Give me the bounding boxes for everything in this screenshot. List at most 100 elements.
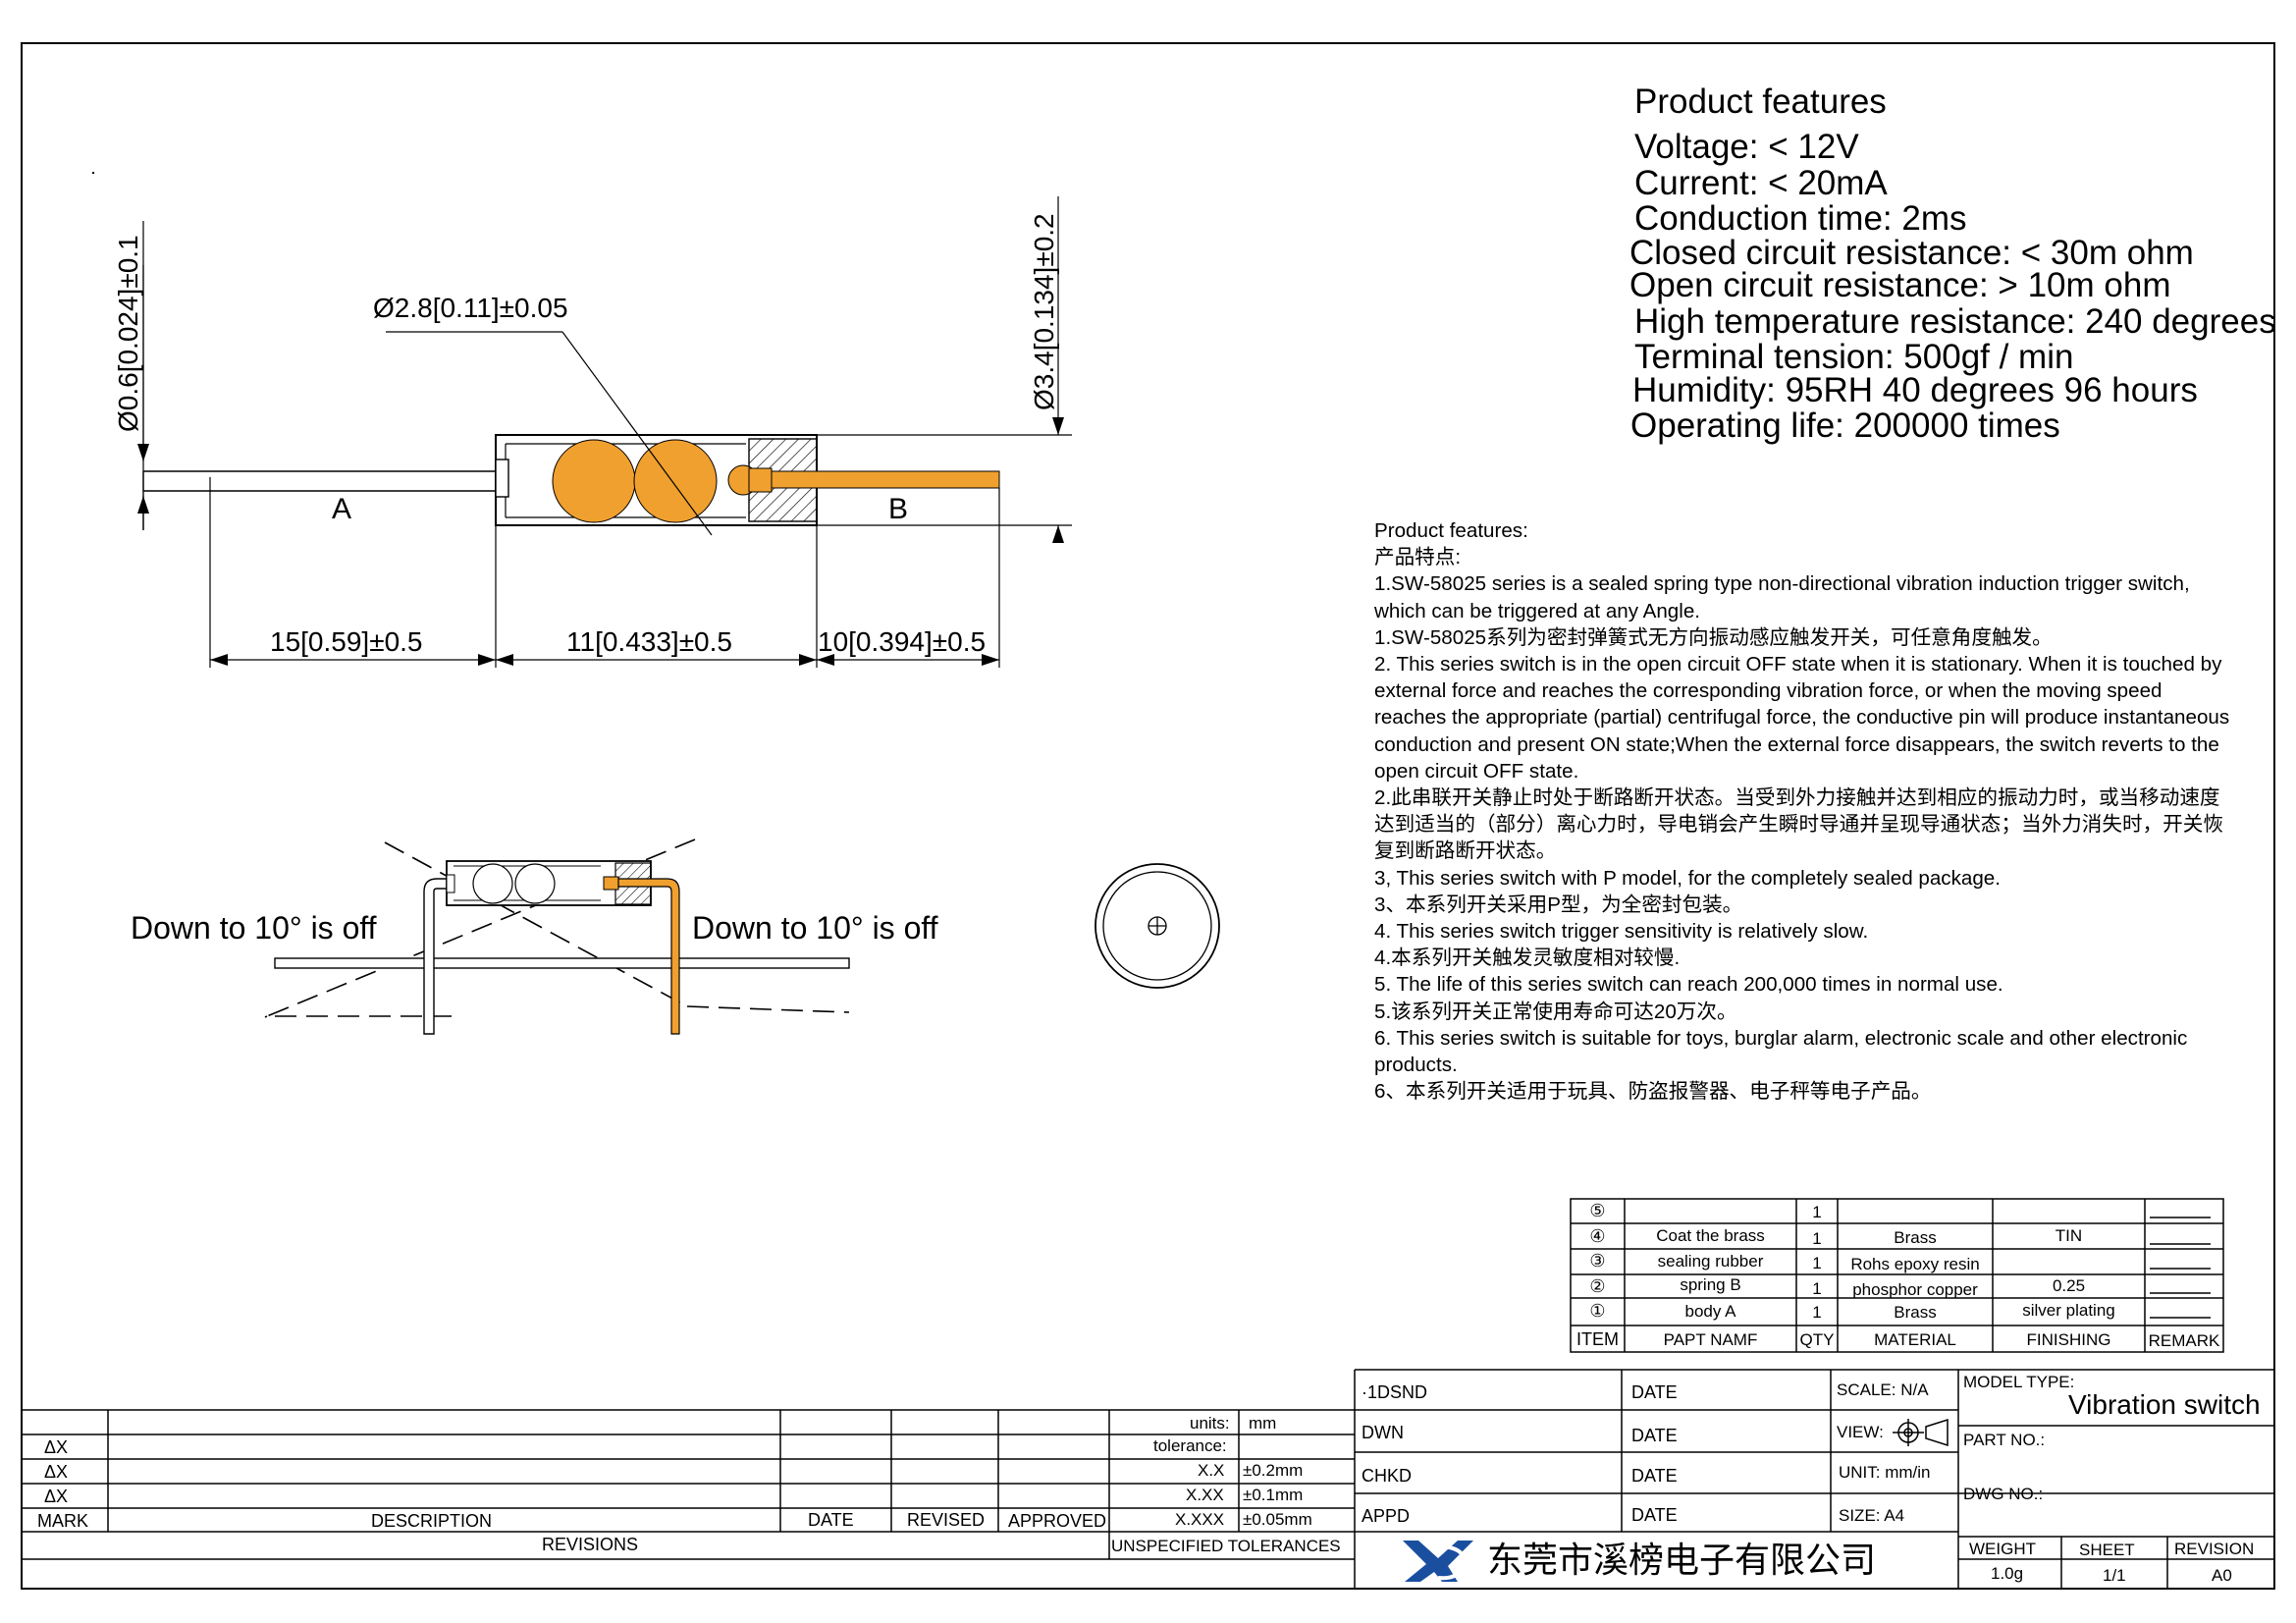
bom-row-2-material: phosphor copper bbox=[1852, 1280, 1978, 1299]
feature-current: Current: < 20mA bbox=[1634, 164, 1888, 202]
designer-label: ·1DSND bbox=[1362, 1382, 1428, 1402]
date-label-1: DATE bbox=[1631, 1382, 1678, 1402]
side-view-drawing: Ø0.6[0.024]±0.1 A B Ø2.8[0.11]±0.05 Ø3.4… bbox=[92, 172, 1072, 668]
model-type-value: Vibration switch bbox=[2068, 1389, 2261, 1420]
bom-row-4-name: Coat the brass bbox=[1656, 1226, 1765, 1245]
revision-col-date: DATE bbox=[808, 1510, 854, 1530]
bom-row-3-item: ③ bbox=[1589, 1251, 1606, 1271]
unit-label: UNIT: mm/in bbox=[1839, 1463, 1931, 1482]
revision-mark-2: ΔX bbox=[44, 1462, 69, 1482]
dwg-no-label: DWG NO.: bbox=[1963, 1485, 2044, 1503]
dim-lead-diameter-text: Ø0.6[0.024]±0.1 bbox=[113, 235, 143, 432]
product-notes: Product features: 产品特点: 1.SW-58025 serie… bbox=[1374, 517, 2238, 1105]
bom-header-finishing: FINISHING bbox=[2026, 1330, 2111, 1349]
tolerance-row-1-value: ±0.2mm bbox=[1243, 1461, 1304, 1480]
bom-row-2-name: spring B bbox=[1680, 1275, 1741, 1294]
feature-terminal-tension: Terminal tension: 500gf / min bbox=[1634, 338, 2074, 376]
revision-label: REVISION bbox=[2174, 1540, 2255, 1558]
revisions-footer: REVISIONS bbox=[542, 1535, 639, 1554]
bom-row-3-name: sealing rubber bbox=[1657, 1252, 1764, 1271]
tolerances-footer: UNSPECIFIED TOLERANCES bbox=[1111, 1537, 1341, 1555]
bom-header-qty: QTY bbox=[1799, 1330, 1835, 1349]
features-heading: Product features bbox=[1634, 82, 1887, 121]
company-name: 东莞市溪榜电子有限公司 bbox=[1487, 1540, 1877, 1580]
model-type-label: MODEL TYPE: bbox=[1963, 1373, 2075, 1391]
notes-line: 6. This series switch is suitable for to… bbox=[1374, 1026, 2188, 1077]
bom-row-4-material: Brass bbox=[1894, 1228, 1937, 1247]
weight-label: WEIGHT bbox=[1969, 1540, 2036, 1558]
tolerance-row-3-value: ±0.05mm bbox=[1243, 1510, 1312, 1529]
feature-conduction-time: Conduction time: 2ms bbox=[1634, 199, 1967, 238]
notes-line: 4.本系列开关触发灵敏度相对较慢. bbox=[1374, 947, 1681, 970]
drawn-label: DWN bbox=[1362, 1423, 1404, 1442]
feature-temperature: High temperature resistance: 240 degrees bbox=[1634, 302, 2276, 341]
label-b: B bbox=[888, 493, 908, 525]
tolerance-row-3-label: X.XXX bbox=[1175, 1510, 1225, 1529]
units-label: units: bbox=[1190, 1414, 1230, 1433]
date-label-2: DATE bbox=[1631, 1426, 1678, 1445]
feature-operating-life: Operating life: 200000 times bbox=[1630, 406, 2060, 445]
bom-header-remark: REMARK bbox=[2148, 1331, 2220, 1350]
bom-row-4-qty: 1 bbox=[1812, 1229, 1822, 1248]
feature-open-resistance: Open circuit resistance: > 10m ohm bbox=[1629, 266, 2171, 304]
sheet-label: SHEET bbox=[2079, 1541, 2135, 1559]
tolerance-row-1-label: X.X bbox=[1198, 1461, 1225, 1480]
revision-col-approved: APPROVED bbox=[1008, 1511, 1107, 1531]
bom-row-1-qty: 1 bbox=[1812, 1303, 1822, 1322]
approved-label: APPD bbox=[1362, 1506, 1411, 1526]
bom-row-4-finishing: TIN bbox=[2055, 1226, 2083, 1245]
bom-row-3-qty: 1 bbox=[1812, 1254, 1822, 1272]
bom-row-1-name: body A bbox=[1684, 1302, 1736, 1321]
date-label-4: DATE bbox=[1631, 1505, 1678, 1525]
dim-lead-b-length: 10[0.394]±0.5 bbox=[818, 626, 986, 657]
bom-row-2-qty: 1 bbox=[1812, 1279, 1822, 1298]
end-view-drawing bbox=[1095, 863, 1220, 989]
bom-row-1-finishing: silver plating bbox=[2022, 1301, 2115, 1320]
notes-line: 2.此串联开关静止时处于断路断开状态。当受到外力接触并达到相应的振动力时，或当移… bbox=[1374, 786, 2223, 863]
feature-voltage: Voltage: < 12V bbox=[1634, 128, 1859, 166]
dim-body-length: 11[0.433]±0.5 bbox=[566, 626, 732, 657]
notes-line: 5.该系列开关正常使用寿命可达20万次。 bbox=[1374, 1000, 1737, 1023]
revision-col-mark: MARK bbox=[37, 1511, 89, 1531]
feature-humidity: Humidity: 95RH 40 degrees 96 hours bbox=[1632, 371, 2198, 409]
company-logo bbox=[1403, 1541, 1473, 1582]
tolerance-row-2-label: X.XX bbox=[1186, 1486, 1224, 1504]
dim-ball-diameter: Ø2.8[0.11]±0.05 bbox=[373, 293, 568, 323]
notes-line: 2. This series switch is in the open cir… bbox=[1374, 653, 2230, 783]
notes-line: 3、本系列开关采用P型，为全密封包装。 bbox=[1374, 893, 1743, 916]
feature-closed-resistance: Closed circuit resistance: < 30m ohm bbox=[1629, 234, 2194, 272]
weight-value: 1.0g bbox=[1991, 1564, 2024, 1583]
checked-label: CHKD bbox=[1362, 1466, 1413, 1486]
bom-row-5-qty: 1 bbox=[1812, 1203, 1822, 1221]
revision-mark-3: ΔX bbox=[44, 1487, 69, 1506]
notes-line: 4. This series switch trigger sensitivit… bbox=[1374, 920, 1869, 944]
dim-lead-a-length: 15[0.59]±0.5 bbox=[270, 626, 423, 657]
notes-line: 1.SW-58025系列为密封弹簧式无方向振动感应触发开关，可任意角度触发。 bbox=[1374, 625, 2053, 649]
tolerance-label: tolerance: bbox=[1153, 1436, 1227, 1455]
dim-body-diameter: Ø3.4[0.134]±0.2 bbox=[1029, 213, 1059, 410]
view-label: VIEW: bbox=[1837, 1423, 1884, 1441]
bom-header-name: PAPT NAMF bbox=[1663, 1330, 1758, 1349]
tolerance-row-2-value: ±0.1mm bbox=[1243, 1486, 1304, 1504]
notes-line: 1.SW-58025 series is a sealed spring typ… bbox=[1374, 572, 2190, 622]
dim-lead-diameter: Ø0.6[0.024]±0.1 bbox=[113, 235, 143, 432]
size-label: SIZE: A4 bbox=[1839, 1506, 1905, 1525]
bom-row-2-item: ② bbox=[1589, 1276, 1606, 1296]
scale-label: SCALE: N/A bbox=[1837, 1380, 1929, 1399]
bom-row-1-item: ① bbox=[1589, 1301, 1606, 1321]
ball-2 bbox=[633, 439, 718, 523]
bom-row-5-item: ⑤ bbox=[1589, 1201, 1606, 1220]
notes-line: Product features: bbox=[1374, 519, 1528, 542]
notes-line: 6、本系列开关适用于玩具、防盗报警器、电子秤等电子产品。 bbox=[1374, 1080, 1932, 1104]
tilt-label-right: Down to 10° is off bbox=[692, 910, 938, 946]
date-label-3: DATE bbox=[1631, 1466, 1678, 1486]
sheet-value: 1/1 bbox=[2103, 1566, 2126, 1585]
revision-col-revised: REVISED bbox=[907, 1510, 986, 1530]
label-a: A bbox=[332, 493, 351, 525]
bom-header-material: MATERIAL bbox=[1874, 1330, 1956, 1349]
bom-row-2-finishing: 0.25 bbox=[2052, 1276, 2086, 1295]
bom-row-1-material: Brass bbox=[1894, 1303, 1937, 1322]
